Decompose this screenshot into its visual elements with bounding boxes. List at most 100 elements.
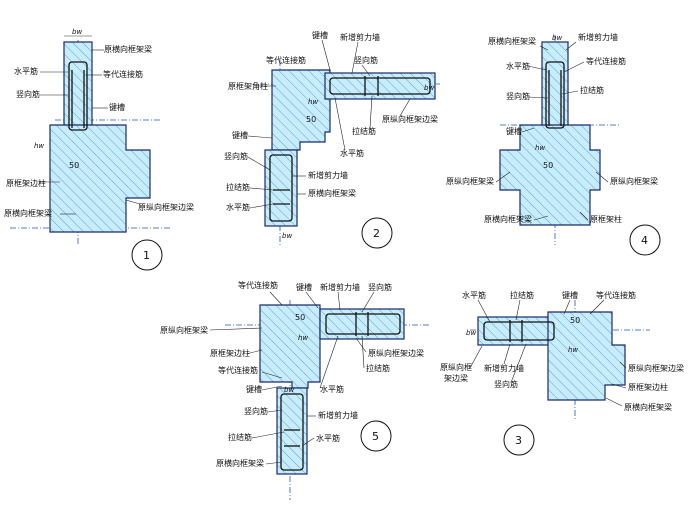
wall-rebar-vertical xyxy=(269,154,293,222)
detail-number-3: 3 xyxy=(515,434,522,447)
dim-50: 50 xyxy=(306,115,316,124)
label-long-edge-beam-l2: 架边梁 xyxy=(444,373,468,383)
label-vertical-bar-top: 竖向筋 xyxy=(354,55,378,65)
label-equiv-bar: 等代连接筋 xyxy=(596,290,636,300)
label-corner-column: 原框架角柱 xyxy=(228,81,268,91)
label-horizontal-bar-2: 水平筋 xyxy=(316,433,340,443)
label-key-groove: 键槽 xyxy=(296,282,312,292)
label-long-beam: 原纵向框架梁 xyxy=(160,325,208,335)
new-wall-horizontal xyxy=(324,72,436,100)
label-trans-beam: 原横向框架梁 xyxy=(308,188,356,198)
detail-number-1: 1 xyxy=(143,249,150,262)
dim-bw: bw xyxy=(466,329,476,337)
dim-bw: bw xyxy=(72,28,82,36)
label-equiv-bar-2: 等代连接筋 xyxy=(218,365,258,375)
label-side-beam: 原纵向框架边梁 xyxy=(368,348,424,358)
label-key-groove: 键槽 xyxy=(562,290,578,300)
corner-column xyxy=(271,69,331,151)
label-equiv-bar: 等代连接筋 xyxy=(266,55,306,65)
dim-bw-right: bw xyxy=(424,84,434,92)
label-equiv-bar: 等代连接筋 xyxy=(586,56,626,66)
detail-number-5: 5 xyxy=(372,430,379,443)
label-key-groove-2: 键槽 xyxy=(232,130,248,140)
label-trans-beam-top: 原横向框架梁 xyxy=(488,36,536,46)
dim-50: 50 xyxy=(570,316,580,325)
edge-column xyxy=(49,124,151,233)
label-new-wall: 新增剪力墙 xyxy=(578,32,618,42)
wall-rebar-horizontal xyxy=(329,77,431,95)
dim-hw: hw xyxy=(535,144,545,152)
detail-2: hw 50 bw bw 键槽 新增剪力墙 等代连接筋 竖向筋 原框架角柱 拉结筋… xyxy=(224,30,440,249)
label-beam-bottom: 原横向框架梁 xyxy=(4,208,52,218)
label-trans-beam: 原横向框架梁 xyxy=(624,402,672,412)
label-key-groove: 键槽 xyxy=(109,102,125,112)
label-vertical-bar-2: 竖向筋 xyxy=(244,406,268,416)
label-tie-bar: 拉结筋 xyxy=(352,126,376,136)
label-new-wall: 新增剪力墙 xyxy=(320,282,360,292)
label-key-groove-2: 键槽 xyxy=(246,384,262,394)
label-key-groove: 键槽 xyxy=(312,30,328,40)
detail-1: bw hw 50 原横向框架梁 水平筋 等代连接筋 竖向筋 键槽 原框架边柱 原… xyxy=(4,28,194,271)
label-horizontal-bar-2: 水平筋 xyxy=(340,148,364,158)
label-edge-column: 原框架边柱 xyxy=(210,348,250,358)
dim-hw: hw xyxy=(298,334,308,342)
label-beam-top: 原横向框架梁 xyxy=(104,44,152,54)
label-side-beam: 原纵向框架边梁 xyxy=(628,363,684,373)
label-new-wall: 新增剪力墙 xyxy=(340,32,380,42)
label-long-beam-left: 原纵向框架梁 xyxy=(446,176,494,186)
label-new-wall-2: 新增剪力墙 xyxy=(308,170,348,180)
label-vertical-bar-2: 竖向筋 xyxy=(224,151,248,161)
wall-rebar-loop xyxy=(545,61,565,129)
label-tie-bar-2: 拉结筋 xyxy=(226,182,250,192)
dim-hw: hw xyxy=(34,142,44,150)
label-new-wall-2: 新增剪力墙 xyxy=(318,410,358,420)
new-wall-horizontal xyxy=(477,316,559,346)
label-vertical-bar: 竖向筋 xyxy=(368,282,392,292)
label-orig-column: 原框架柱 xyxy=(590,214,622,224)
edge-column xyxy=(547,311,626,401)
label-horizontal-bar: 水平筋 xyxy=(226,202,250,212)
label-vertical-bar: 竖向筋 xyxy=(506,91,530,101)
detail-number-4: 4 xyxy=(641,234,648,247)
label-new-wall: 新增剪力墙 xyxy=(484,363,524,373)
dim-bw: bw xyxy=(552,34,562,42)
label-equiv-bar: 等代连接筋 xyxy=(103,69,143,79)
label-edge-column: 原框架边柱 xyxy=(628,382,668,392)
edge-column xyxy=(259,304,321,389)
label-horizontal-bar: 水平筋 xyxy=(320,384,344,394)
label-tie-bar: 拉结筋 xyxy=(580,85,604,95)
label-vertical-bar: 竖向筋 xyxy=(494,379,518,389)
dim-50: 50 xyxy=(543,161,553,170)
label-equiv-bar: 等代连接筋 xyxy=(238,280,278,290)
framework-column xyxy=(499,124,601,226)
label-long-beam-right: 原纵向框架梁 xyxy=(610,176,658,186)
dim-bw: bw xyxy=(284,386,294,394)
detail-5: hw 50 bw 等代连接筋 键槽 新增剪力墙 竖向筋 原纵向框架梁 原框架边柱… xyxy=(160,280,430,500)
new-wall-segment xyxy=(63,41,93,129)
detail-number-2: 2 xyxy=(373,227,380,240)
label-trans-beam: 原横向框架梁 xyxy=(216,458,264,468)
label-tie-bar: 拉结筋 xyxy=(366,363,390,373)
label-key-groove: 键槽 xyxy=(506,126,522,136)
new-wall-vertical xyxy=(276,387,308,475)
label-horizontal-bar: 水平筋 xyxy=(14,66,38,76)
label-horizontal-bar: 水平筋 xyxy=(462,290,486,300)
label-horizontal-bar: 水平筋 xyxy=(506,61,530,71)
dim-bw: bw xyxy=(282,232,292,240)
dim-hw: hw xyxy=(568,346,578,354)
label-vertical-bar: 竖向筋 xyxy=(16,89,40,99)
wall-rebar-horizontal xyxy=(483,321,555,341)
wall-rebar-vertical xyxy=(280,393,304,471)
label-trans-beam-bottom: 原横向框架梁 xyxy=(484,214,532,224)
dim-50: 50 xyxy=(295,313,305,322)
detail-3: hw 50 bw 水平筋 拉结筋 键槽 等代连接筋 原纵向框 架边梁 新增剪力墙… xyxy=(440,290,684,456)
detail-4: hw 50 bw 原横向框架梁 新增剪力墙 水平筋 等代连接筋 竖向筋 拉结筋 … xyxy=(446,32,661,256)
dim-hw: hw xyxy=(308,98,318,106)
wall-rebar-horizontal xyxy=(325,313,401,335)
label-side-beam: 原纵向框架边梁 xyxy=(382,114,438,124)
label-tie-bar-2: 拉结筋 xyxy=(228,432,252,442)
dim-50: 50 xyxy=(69,161,79,170)
wall-rebar-loop xyxy=(68,61,88,131)
label-side-beam: 原纵向框架边梁 xyxy=(138,202,194,212)
